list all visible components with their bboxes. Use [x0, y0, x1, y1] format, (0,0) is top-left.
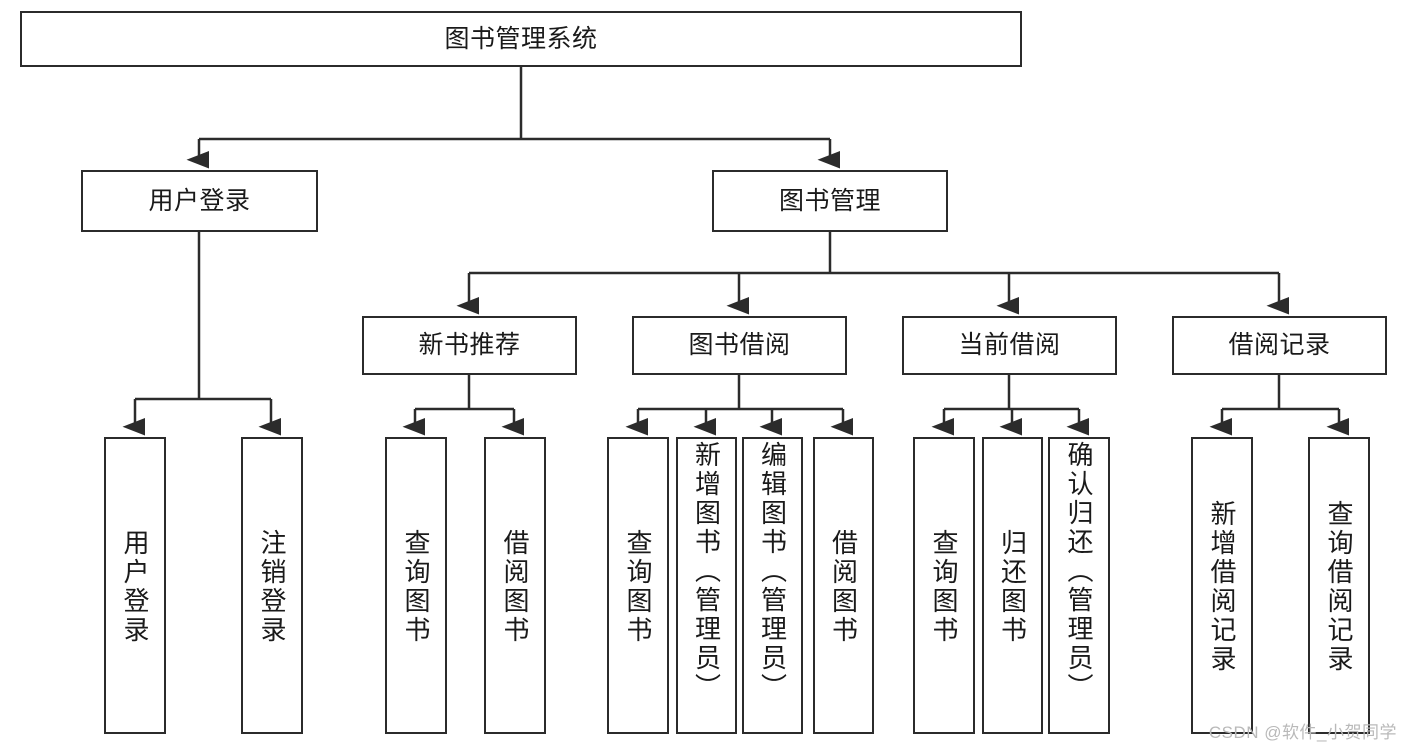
leaf-logout-login[interactable]: 注销登录 — [241, 437, 303, 734]
leaf-query-book-2-label: 查询图书 — [623, 528, 653, 645]
node-book-manage-label: 图书管理 — [778, 186, 881, 215]
node-borrow-record-label: 借阅记录 — [1228, 331, 1331, 359]
leaf-user-login[interactable]: 用户登录 — [104, 437, 166, 734]
leaf-confirm-return-label: 确认归还（管理员） — [1064, 441, 1094, 702]
node-new-book-recommend-label: 新书推荐 — [418, 331, 521, 359]
leaf-add-record[interactable]: 新增借阅记录 — [1191, 437, 1253, 734]
leaf-edit-book-label: 编辑图书（管理员） — [757, 441, 788, 702]
leaf-edit-book[interactable]: 编辑图书（管理员） — [742, 437, 803, 734]
node-current-borrow[interactable]: 当前借阅 — [902, 316, 1117, 375]
node-book-manage[interactable]: 图书管理 — [712, 170, 948, 232]
leaf-add-book-label: 新增图书（管理员） — [691, 441, 722, 702]
leaf-query-book-1-label: 查询图书 — [401, 528, 431, 645]
node-root-label: 图书管理系统 — [444, 24, 598, 53]
node-root[interactable]: 图书管理系统 — [20, 11, 1022, 67]
node-borrow-record[interactable]: 借阅记录 — [1172, 316, 1387, 375]
leaf-borrow-book-1-label: 借阅图书 — [500, 528, 530, 645]
node-book-borrow-label: 图书借阅 — [688, 331, 791, 359]
node-current-borrow-label: 当前借阅 — [958, 331, 1061, 359]
leaf-query-book-3-label: 查询图书 — [929, 528, 959, 645]
leaf-query-book-2[interactable]: 查询图书 — [607, 437, 669, 734]
node-book-borrow[interactable]: 图书借阅 — [632, 316, 847, 375]
leaf-return-book[interactable]: 归还图书 — [982, 437, 1043, 734]
leaf-query-record[interactable]: 查询借阅记录 — [1308, 437, 1370, 734]
leaf-borrow-book-2[interactable]: 借阅图书 — [813, 437, 874, 734]
node-user-login[interactable]: 用户登录 — [81, 170, 318, 232]
leaf-confirm-return[interactable]: 确认归还（管理员） — [1048, 437, 1110, 734]
leaf-query-record-label: 查询借阅记录 — [1324, 499, 1354, 674]
leaf-add-book[interactable]: 新增图书（管理员） — [676, 437, 737, 734]
leaf-query-book-3[interactable]: 查询图书 — [913, 437, 975, 734]
leaf-user-login-label: 用户登录 — [120, 528, 150, 645]
node-new-book-recommend[interactable]: 新书推荐 — [362, 316, 577, 375]
watermark: CSDN @软件_小贺同学 — [1208, 723, 1397, 742]
leaf-logout-login-label: 注销登录 — [257, 528, 287, 645]
leaf-borrow-book-2-label: 借阅图书 — [828, 528, 859, 645]
node-user-login-label: 用户登录 — [148, 186, 251, 215]
leaf-return-book-label: 归还图书 — [997, 528, 1028, 645]
leaf-add-record-label: 新增借阅记录 — [1207, 499, 1237, 674]
leaf-query-book-1[interactable]: 查询图书 — [385, 437, 447, 734]
leaf-borrow-book-1[interactable]: 借阅图书 — [484, 437, 546, 734]
